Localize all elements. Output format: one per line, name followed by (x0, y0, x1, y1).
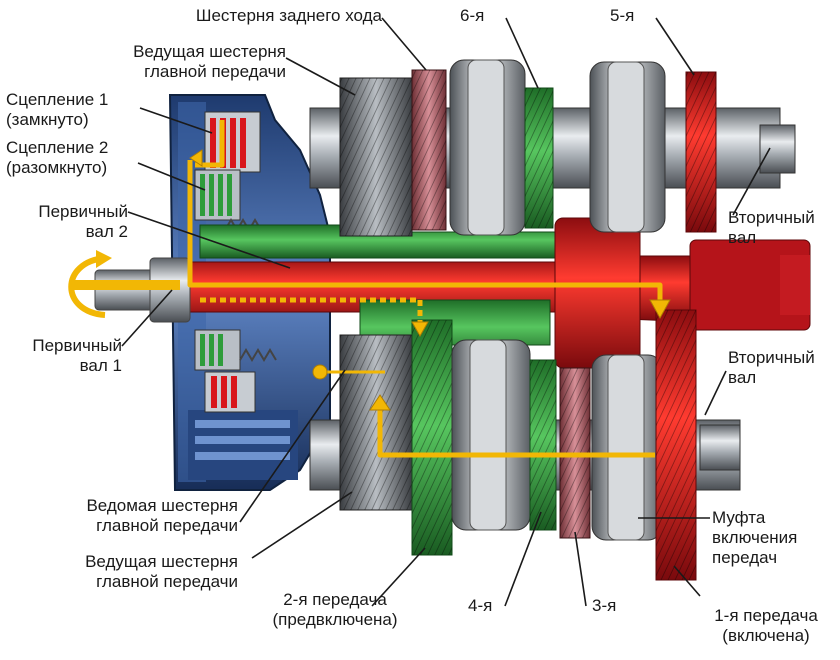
main-drive-gear-top (339, 77, 413, 237)
label-input-shaft-2: Первичный вал 2 (38, 202, 128, 241)
label-gear-4: 4-я (468, 596, 493, 615)
springs (224, 218, 277, 362)
label-input-shaft-1: Первичный вал 1 (32, 336, 122, 375)
label-main-drive-gear-top: Ведущая шестерня главной передачи (133, 42, 286, 81)
label-main-drive-gear-bottom: Ведущая шестерня главной передачи (85, 552, 238, 591)
gear-6 (524, 87, 554, 229)
input-shaft-1 (174, 217, 811, 369)
label-output-shaft-bottom: Вторичный вал (728, 348, 815, 387)
label-driven-main-gear: Ведомая шестерня главной передачи (86, 496, 238, 535)
gear-2 (411, 319, 453, 556)
label-gear-5: 5-я (610, 6, 635, 25)
label-gear-6: 6-я (460, 6, 485, 25)
leader-lines (121, 17, 771, 607)
gear-1 (655, 309, 697, 581)
reverse-gear-top (411, 69, 447, 231)
main-drive-gear-bottom (339, 334, 413, 511)
gear-4 (529, 359, 557, 531)
clutch-lower-pack (194, 329, 256, 413)
label-gear-2: 2-я передача (предвключена) (272, 590, 398, 629)
label-gear-1: 1-я передача (включена) (714, 606, 818, 645)
synchro-top-left (449, 59, 526, 236)
synchro-top-right (589, 61, 666, 233)
clutch-2-pack (194, 169, 241, 221)
label-output-shaft-top: Вторичный вал (728, 208, 815, 247)
label-gear-3: 3-я (592, 596, 617, 615)
gear-5 (685, 71, 717, 233)
input-rotation-arrow (68, 250, 180, 318)
label-clutch-2: Сцепление 2 (разомкнуто) (6, 138, 109, 177)
power-flow-path (187, 120, 663, 458)
label-coupling: Муфта включения передач (712, 508, 798, 567)
synchro-bottom-left (451, 339, 531, 531)
power-flow-arrowheads (189, 149, 671, 411)
coupling-sleeve (591, 354, 663, 541)
label-clutch-1: Сцепление 1 (замкнуто) (6, 90, 109, 129)
label-reverse-gear: Шестерня заднего хода (195, 6, 382, 25)
